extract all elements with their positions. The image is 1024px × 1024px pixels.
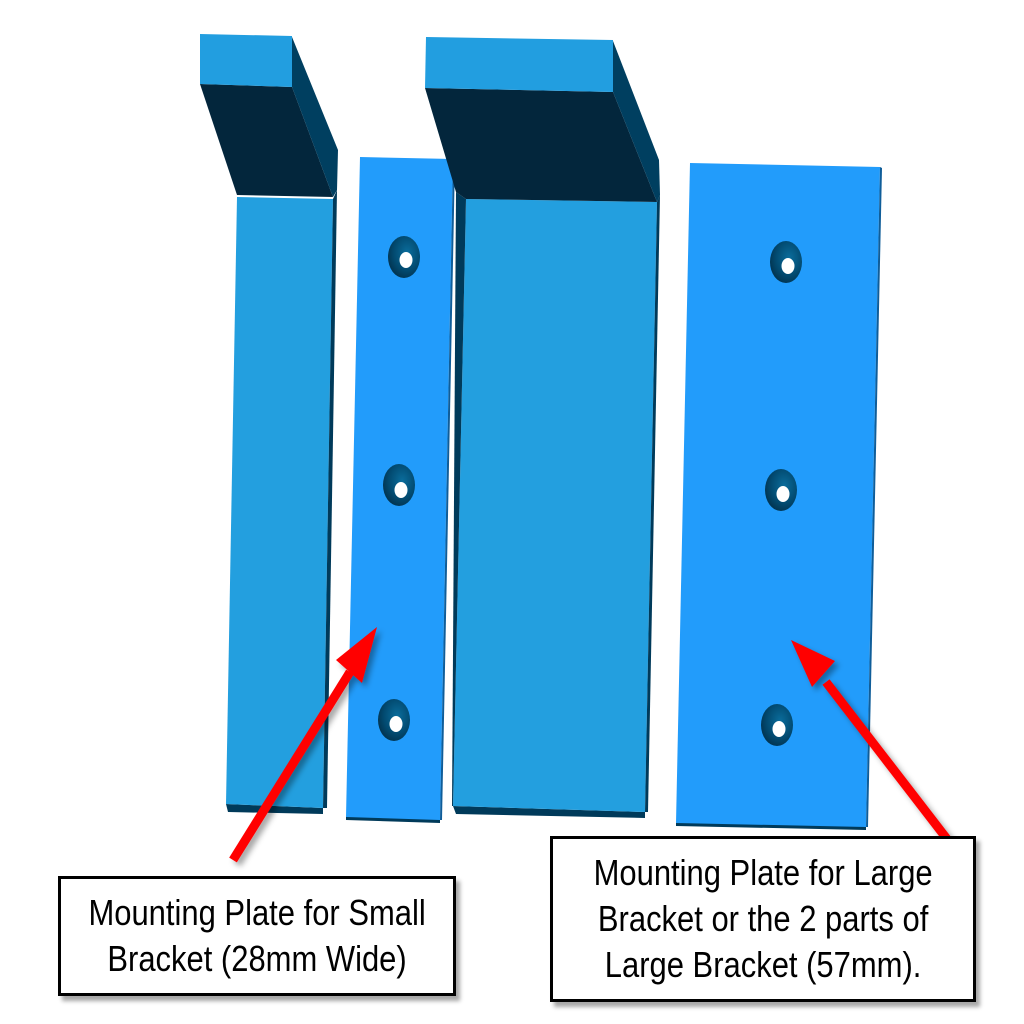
mounting-hole-icon [770, 241, 802, 283]
small-bracket-side [323, 190, 337, 808]
small-mounting-plate [346, 157, 455, 823]
callout-large-plate: Mounting Plate for Large Bracket or the … [550, 836, 976, 1002]
callout-small-line-2: Bracket (28mm Wide) [107, 938, 407, 979]
small-bracket-dark-face [200, 84, 333, 197]
large-bracket-vertical-face [453, 199, 657, 812]
arrow-to-large-plate-icon [791, 640, 961, 855]
large-bracket [425, 37, 660, 818]
large-bracket-side [645, 195, 660, 812]
mounting-hole-icon [765, 469, 797, 511]
mounting-hole-icon [761, 704, 793, 746]
small-bracket [200, 34, 338, 814]
mounting-hole-icon [388, 236, 420, 278]
large-bracket-left-edge [452, 192, 466, 806]
large-plate-side [866, 167, 882, 827]
small-bracket-incline-side [292, 37, 338, 197]
callout-small-plate: Mounting Plate for Small Bracket (28mm W… [58, 876, 456, 996]
small-bracket-top-face [200, 34, 292, 87]
callout-large-line-1: Mounting Plate for Large [593, 852, 933, 893]
mounting-hole-icon [378, 699, 410, 741]
large-bracket-top-face [425, 37, 613, 92]
arrow-to-small-plate-icon [229, 627, 377, 863]
callout-small-line-1: Mounting Plate for Small [88, 892, 426, 933]
callout-large-line-2: Bracket or the 2 parts of [597, 898, 929, 939]
small-bracket-vertical-face [226, 197, 333, 808]
large-mounting-plate [676, 163, 882, 830]
small-bracket-bottom-edge [226, 804, 323, 814]
small-plate-side [440, 159, 455, 820]
callout-large-line-3: Large Bracket (57mm). [604, 944, 922, 985]
large-bracket-bottom-edge [453, 806, 645, 818]
large-bracket-incline-side [613, 41, 660, 202]
mounting-hole-icon [383, 464, 415, 506]
large-bracket-dark-face [425, 88, 657, 202]
